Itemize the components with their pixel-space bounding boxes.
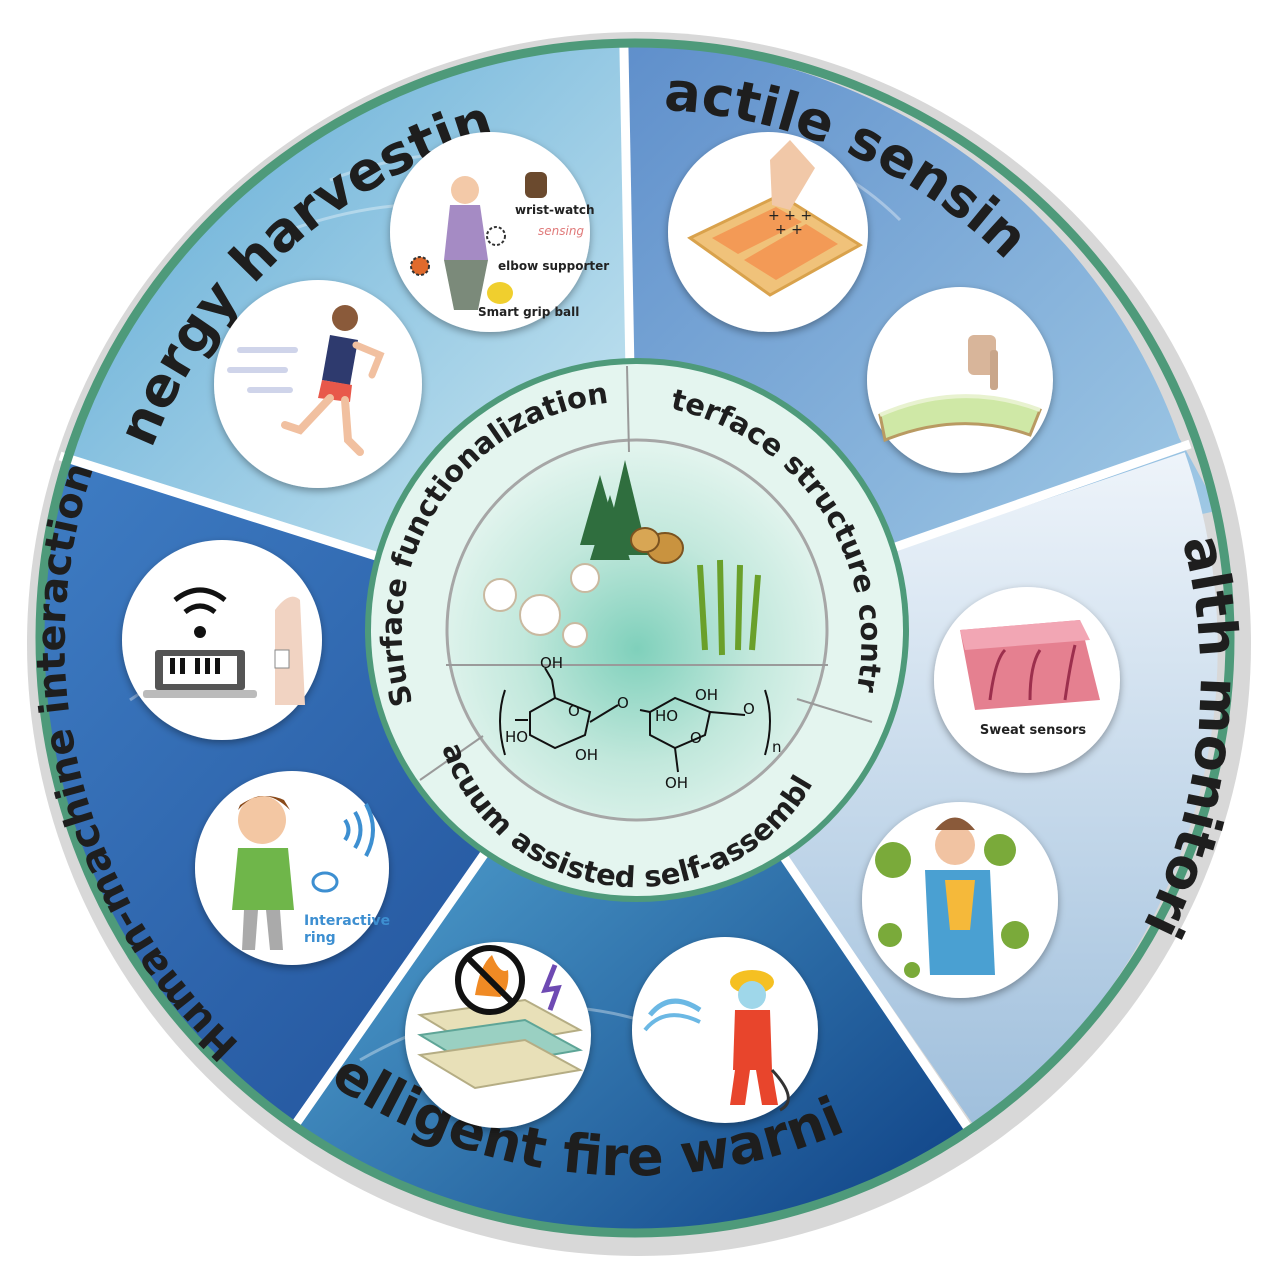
person-head-icon [451, 176, 479, 204]
water-spray-icon [648, 998, 702, 1017]
svg-text:+ + +: + + + [768, 208, 812, 224]
virus-icon [875, 834, 1029, 978]
illustration-tactile-pad: + + + + + [668, 132, 868, 332]
ring-icon [311, 871, 339, 893]
lightning-icon [541, 964, 562, 1011]
bamboo-icon [697, 559, 761, 656]
illustration-wearables: wrist-watch sensing elbow supporter Smar… [390, 132, 609, 332]
illustration-firefighter [632, 937, 818, 1123]
svg-text:Sweat sensors: Sweat sensors [980, 723, 1087, 738]
cellulose-structure [499, 667, 771, 773]
finger-icon [770, 140, 815, 210]
svg-text:Smart grip ball: Smart grip ball [478, 305, 579, 319]
center-hub [365, 358, 909, 902]
svg-text:Interactive: Interactive [304, 913, 390, 929]
svg-text:OH: OH [665, 774, 688, 792]
wrist-icon [275, 596, 305, 705]
biomass-illustration [483, 460, 761, 656]
illustration-interactive-ring: Interactive ring [195, 771, 390, 965]
boy-head-icon [238, 796, 286, 844]
svg-text:ring: ring [304, 930, 336, 946]
person-head-icon [935, 825, 975, 865]
illustration-laptop-wrist [122, 540, 322, 740]
svg-text:O: O [568, 702, 580, 720]
illustration-runner [214, 280, 422, 488]
svg-text:wrist-watch: wrist-watch [515, 203, 595, 217]
illustration-sweat-sensors: Sweat sensors [934, 587, 1120, 773]
svg-text:O: O [690, 729, 702, 747]
svg-text:OH: OH [575, 746, 598, 764]
grip-ball-icon [487, 282, 513, 304]
wrist-watch-icon [525, 172, 547, 198]
svg-text:+ +: + + [775, 222, 803, 238]
person-torso-icon [444, 205, 488, 260]
svg-text:OH: OH [695, 686, 718, 704]
svg-text:OH: OH [540, 654, 563, 672]
svg-text:O: O [617, 694, 629, 712]
svg-text:O: O [743, 700, 755, 718]
signal-icon [343, 803, 375, 857]
cellulose-labels: OH HO OH O O HO OH O O OH n [505, 654, 782, 792]
svg-text:sensing: sensing [538, 224, 584, 238]
outer-ring-border [35, 38, 1235, 1238]
robot-hand-icon [968, 335, 996, 375]
svg-text:elbow supporter: elbow supporter [498, 259, 609, 273]
cotton-icon [483, 563, 600, 648]
wifi-icon [173, 587, 227, 615]
illustration-robot-finger [867, 287, 1053, 473]
svg-text:HO: HO [505, 728, 528, 746]
svg-text:n: n [772, 738, 782, 756]
illustration-virus-person [862, 802, 1058, 998]
runner-head-icon [332, 305, 358, 331]
svg-text:HO: HO [655, 707, 678, 725]
illustration-fire-sheets [405, 942, 591, 1128]
log-icon [630, 527, 684, 564]
